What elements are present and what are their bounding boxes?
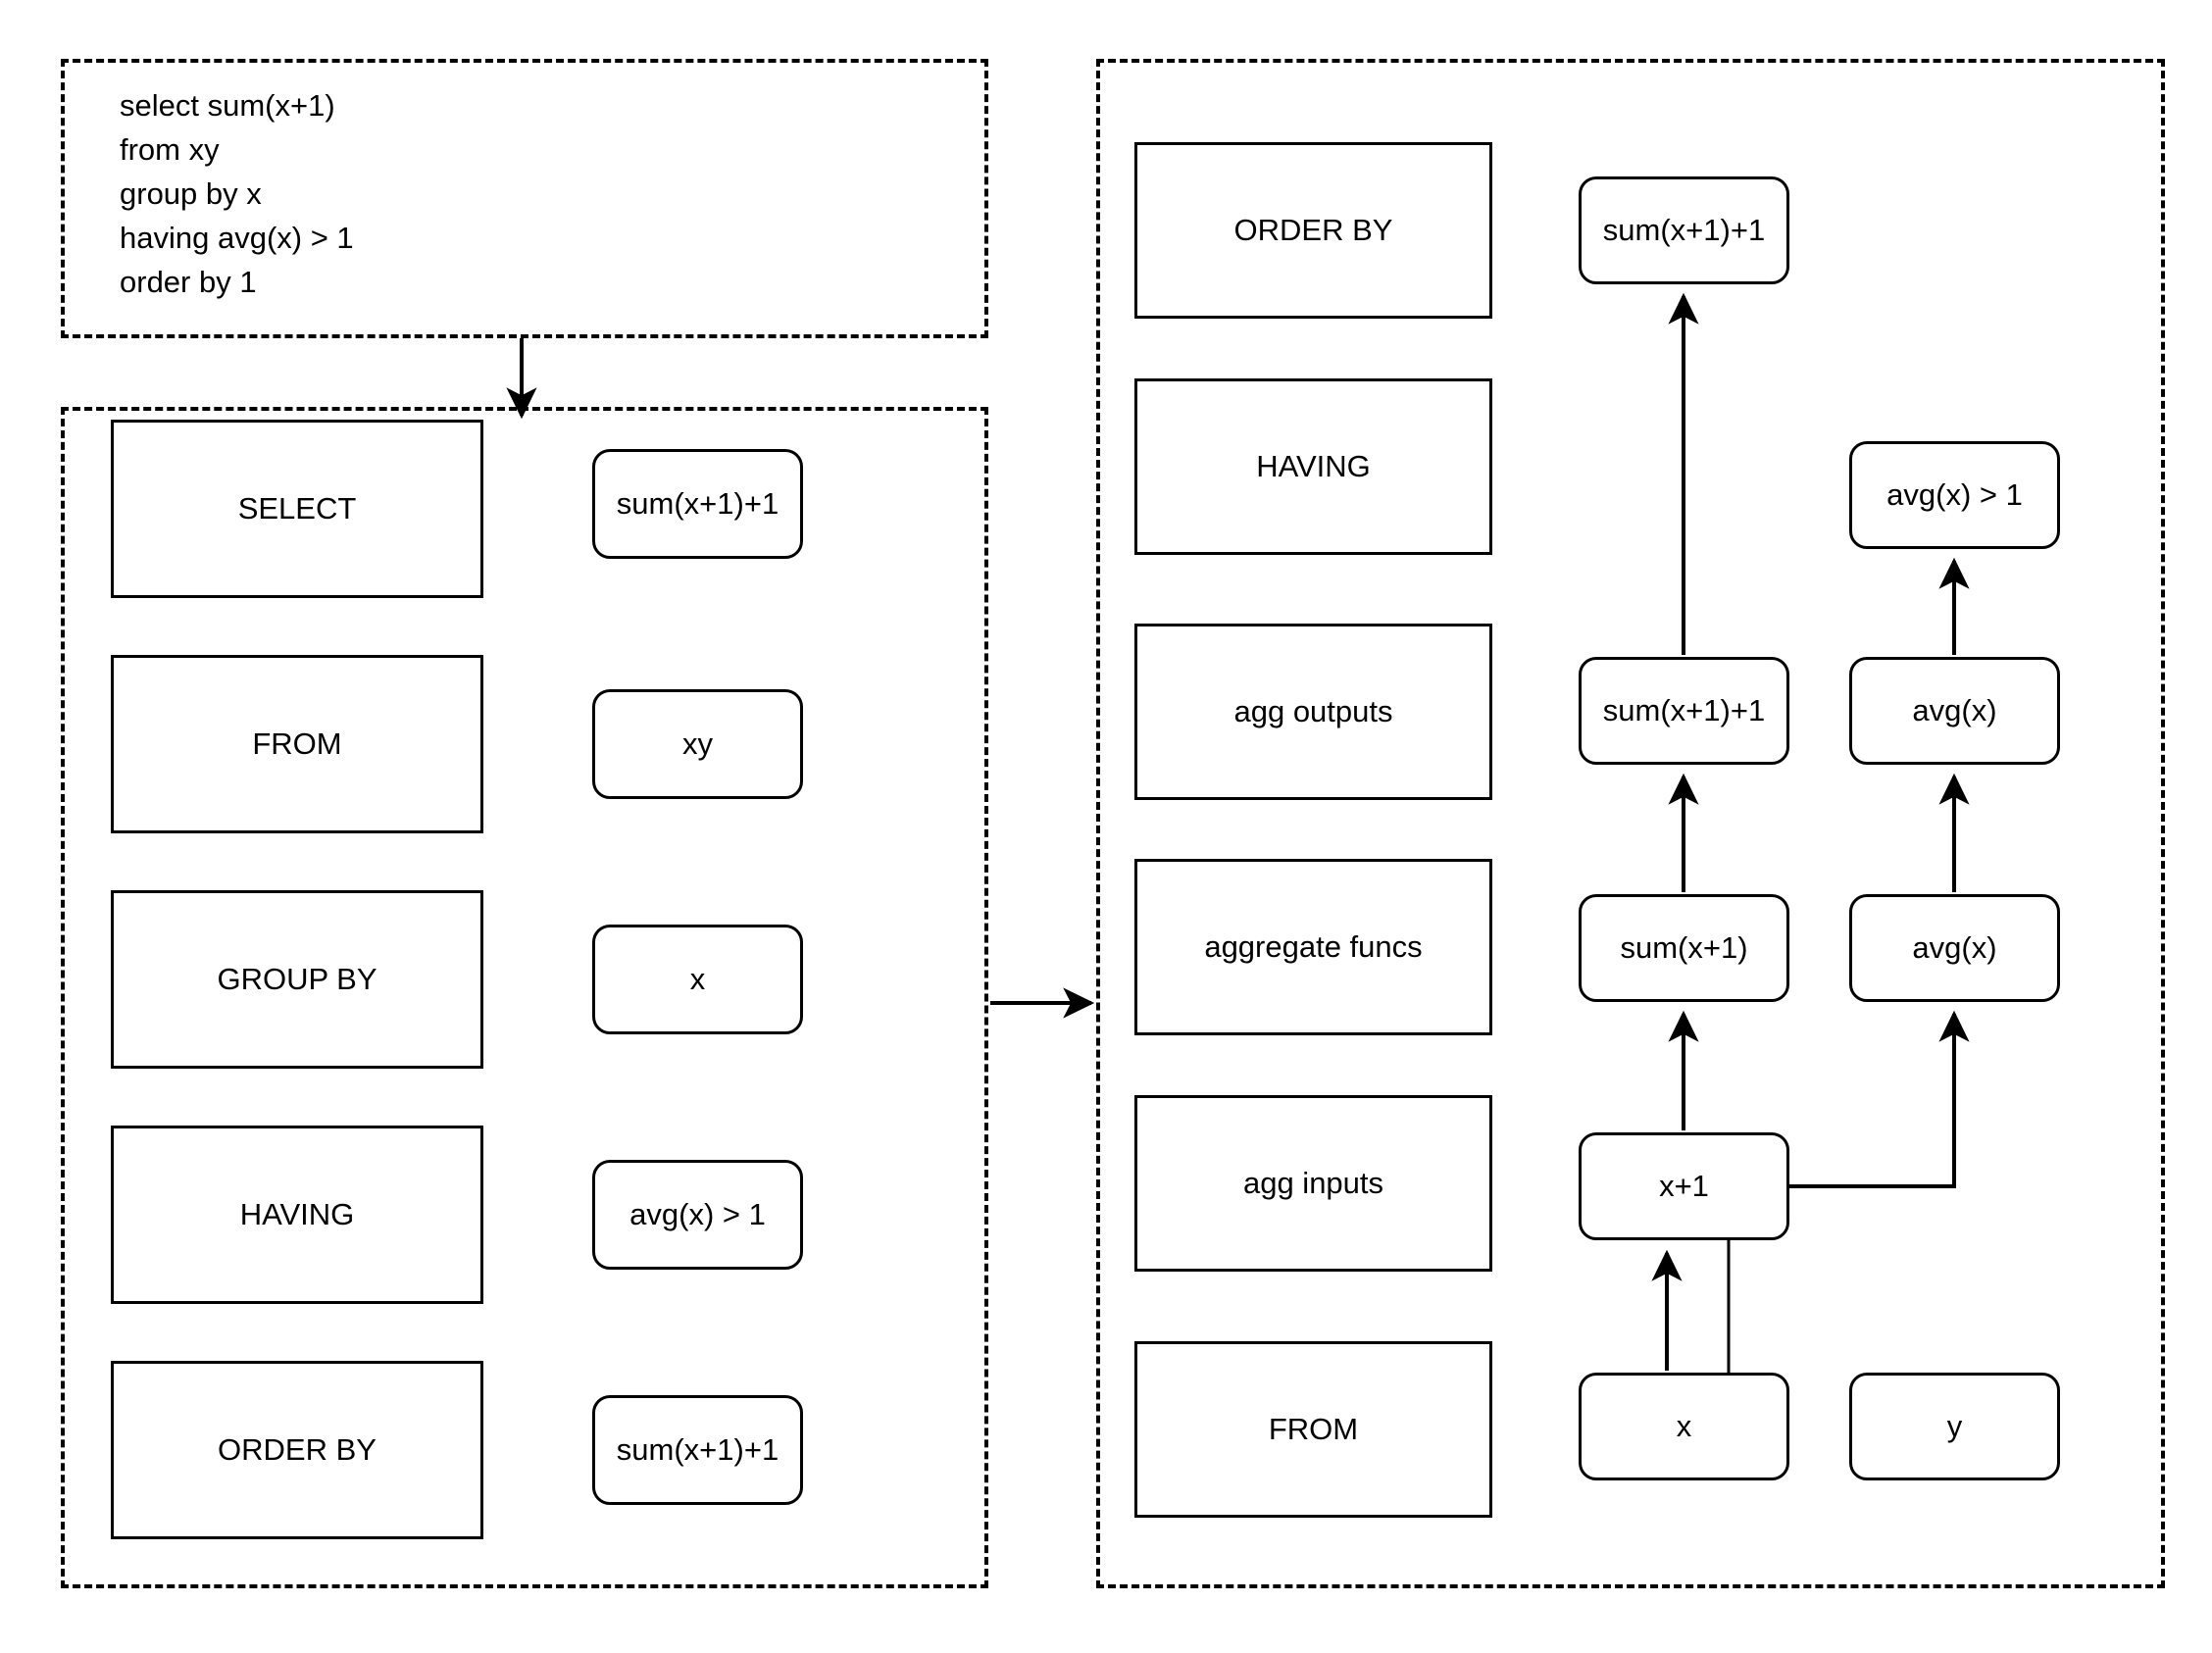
- level-box-having[interactable]: HAVING: [1134, 378, 1492, 555]
- graph-node-out-avg[interactable]: avg(x): [1849, 657, 2060, 765]
- clause-expr-select[interactable]: sum(x+1)+1: [592, 449, 803, 559]
- graph-node-func-sum[interactable]: sum(x+1): [1579, 894, 1789, 1002]
- graph-node-orderby-sum[interactable]: sum(x+1)+1: [1579, 176, 1789, 284]
- clause-box-select[interactable]: SELECT: [111, 420, 483, 598]
- clause-expr-having[interactable]: avg(x) > 1: [592, 1160, 803, 1270]
- clause-box-order-by[interactable]: ORDER BY: [111, 1361, 483, 1539]
- graph-node-having-avg[interactable]: avg(x) > 1: [1849, 441, 2060, 549]
- clause-box-from[interactable]: FROM: [111, 655, 483, 833]
- graph-node-from-y[interactable]: y: [1849, 1373, 2060, 1480]
- clause-box-group-by[interactable]: GROUP BY: [111, 890, 483, 1069]
- level-box-order-by[interactable]: ORDER BY: [1134, 142, 1492, 319]
- level-box-agg-outputs[interactable]: agg outputs: [1134, 624, 1492, 800]
- graph-node-from-x[interactable]: x: [1579, 1373, 1789, 1480]
- level-box-agg-inputs[interactable]: agg inputs: [1134, 1095, 1492, 1272]
- sql-query-text: select sum(x+1) from xy group by x havin…: [120, 88, 354, 299]
- resolution-panel: [1096, 59, 2165, 1588]
- graph-node-in-xplus1[interactable]: x+1: [1579, 1132, 1789, 1240]
- graph-node-func-avg[interactable]: avg(x): [1849, 894, 2060, 1002]
- query-panel: [61, 59, 988, 338]
- clause-box-having[interactable]: HAVING: [111, 1126, 483, 1304]
- graph-node-out-sum[interactable]: sum(x+1)+1: [1579, 657, 1789, 765]
- clause-expr-group-by[interactable]: x: [592, 925, 803, 1034]
- clause-expr-from[interactable]: xy: [592, 689, 803, 799]
- level-box-from[interactable]: FROM: [1134, 1341, 1492, 1518]
- clause-expr-order-by[interactable]: sum(x+1)+1: [592, 1395, 803, 1505]
- level-box-aggregate-funcs[interactable]: aggregate funcs: [1134, 859, 1492, 1035]
